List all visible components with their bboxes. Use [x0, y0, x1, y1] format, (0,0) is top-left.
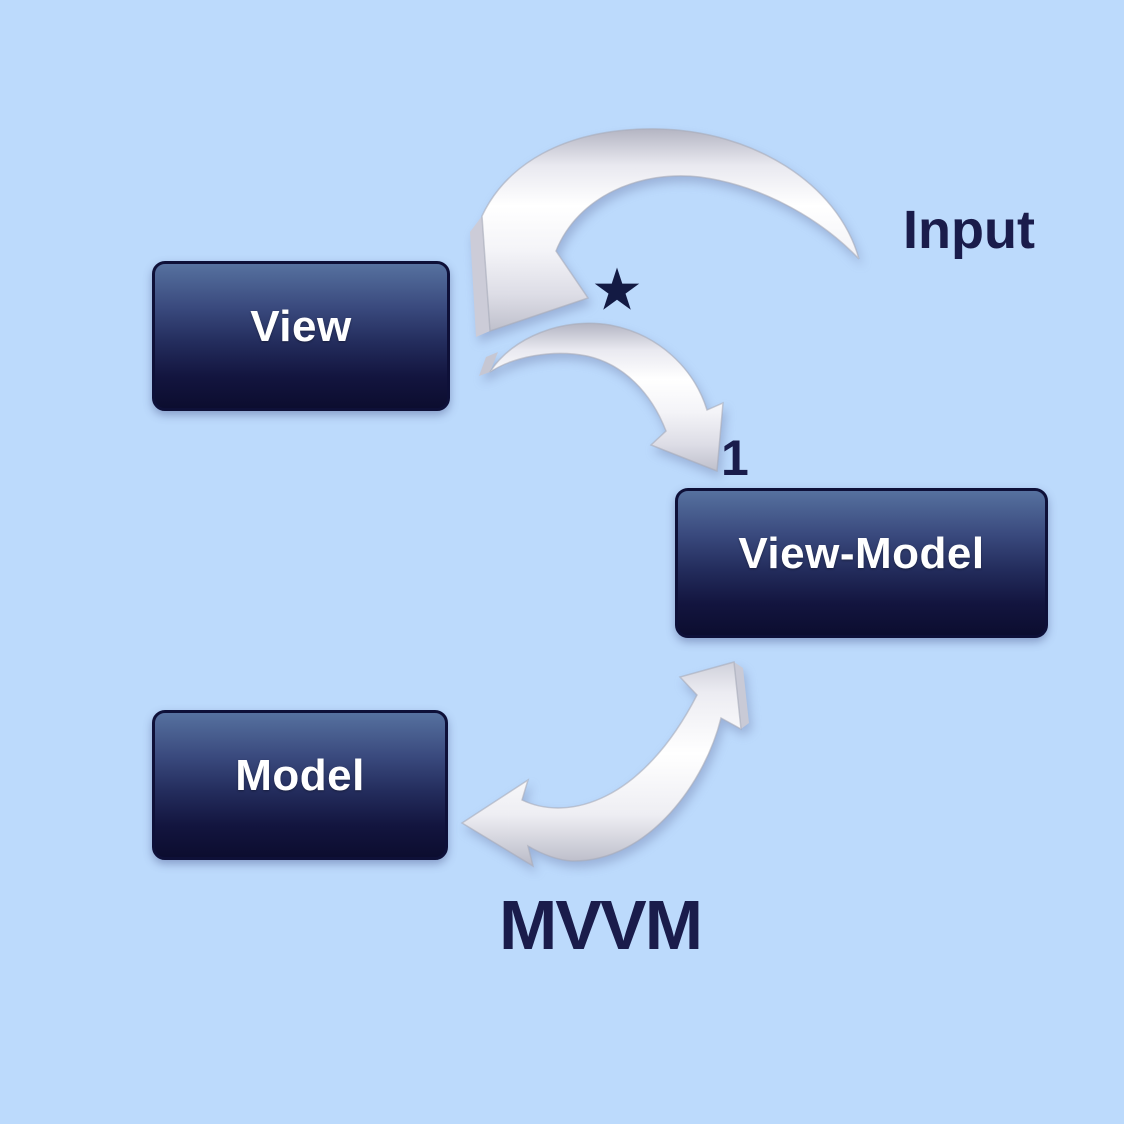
node-model: Model [152, 710, 448, 860]
node-view-label: View [250, 302, 352, 351]
arrow-input-to-view-side-face [470, 216, 490, 337]
arrow-input-to-view [481, 128, 860, 333]
node-model-label: Model [235, 751, 365, 800]
star-icon: ★ [591, 257, 643, 323]
viewmodel-marker-label: 1 [721, 430, 749, 486]
arrow-view-to-viewmodel [489, 322, 724, 473]
node-view-model: View-Model [675, 488, 1048, 638]
diagram-title: MVVM [499, 886, 703, 964]
input-label: Input [903, 200, 1035, 260]
arrow-view-to-viewmodel-side-face [479, 352, 498, 376]
arrow-model-viewmodel [460, 661, 742, 868]
arrow-model-viewmodel-side-face [734, 662, 749, 729]
node-view-model-label: View-Model [738, 529, 985, 578]
node-view: View [152, 261, 450, 411]
